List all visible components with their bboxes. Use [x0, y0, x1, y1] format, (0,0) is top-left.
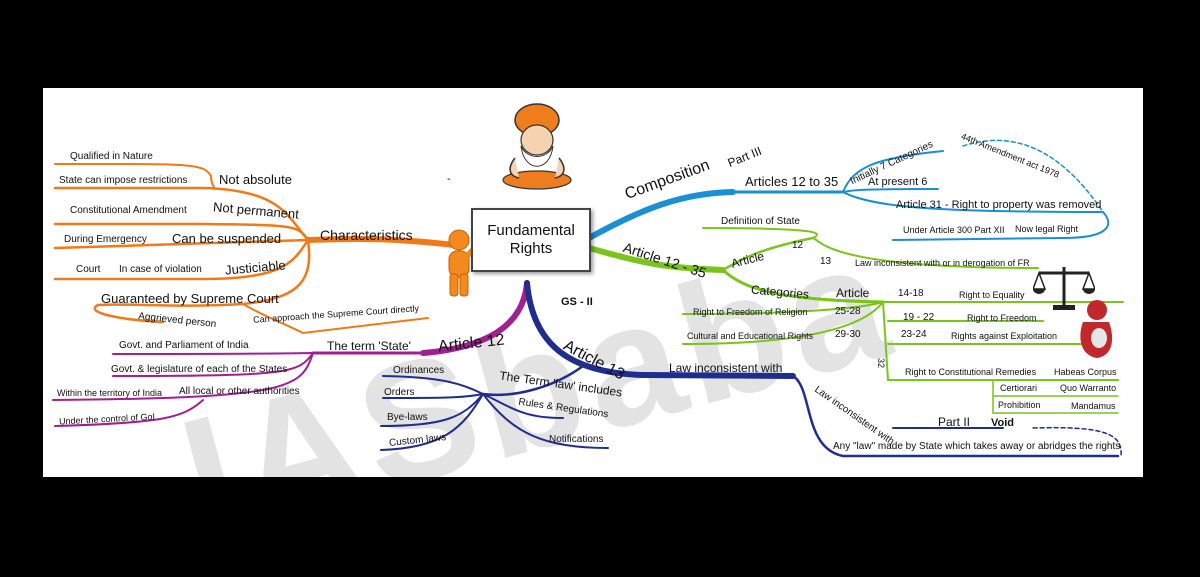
- branch-lines: [52, 139, 1124, 458]
- orders-label: Orders: [384, 387, 415, 398]
- range-freedom: 19 - 22: [903, 312, 935, 323]
- present6-label: At present 6: [868, 176, 928, 188]
- guaranteed-label: Guaranteed by Supreme Court: [101, 291, 279, 306]
- distressed-person-icon: [1080, 300, 1113, 358]
- writ-habeas: Habeas Corpus: [1054, 367, 1117, 377]
- not-absolute-label: Not absolute: [219, 172, 292, 187]
- writ-quo-warranto: Quo Warranto: [1060, 383, 1117, 393]
- writ-certiorari: Certiorari: [1000, 383, 1038, 393]
- writ-prohibition: Prohibition: [998, 400, 1041, 410]
- characteristics-title: Characteristics: [320, 227, 413, 243]
- all-local-label: All local or other authorities: [179, 386, 300, 397]
- qualified-label: Qualified in Nature: [70, 151, 153, 162]
- range-religion: 25-28: [835, 306, 861, 317]
- during-emergency-label: During Emergency: [64, 234, 147, 245]
- central-title-line2: Rights: [509, 240, 553, 257]
- govt-parliament-label: Govt. and Parliament of India: [119, 340, 249, 351]
- right-equality: Right to Equality: [959, 290, 1025, 300]
- court-label: Court: [76, 264, 101, 275]
- any-law-label: Any "law" made by State which takes away…: [833, 441, 1121, 452]
- byelaws-label: Bye-laws: [387, 412, 428, 423]
- range-cultural: 29-30: [835, 329, 861, 340]
- right-religion: Right to Freedom of Religion: [693, 307, 808, 317]
- article-header-label: Article: [836, 286, 870, 300]
- under300-label: Under Article 300 Part XII: [903, 225, 1005, 235]
- ordinances-label: Ordinances: [393, 365, 445, 376]
- articles-label: Articles 12 to 35: [745, 174, 839, 189]
- part2-label: Part II: [938, 415, 971, 429]
- sage-illustration-icon: [502, 103, 572, 190]
- in-case-violation-label: In case of violation: [119, 264, 202, 275]
- range-equality: 14-18: [898, 288, 924, 299]
- can-be-suspended-label: Can be suspended: [172, 231, 282, 246]
- govt-states-label: Govt. & legislature of each of the State…: [111, 364, 288, 375]
- law-derogation-label: Law inconsistent with or in derogation o…: [855, 258, 1030, 268]
- mind-map-canvas: IASbaba: [43, 88, 1143, 477]
- right-freedom: Right to Freedom: [967, 313, 1037, 323]
- num12-label: 12: [792, 240, 804, 251]
- central-title-line1: Fundamental: [487, 222, 575, 239]
- constitutional-amendment-label: Constitutional Amendment: [70, 205, 187, 216]
- law-inconsistent-label: Law inconsistent with: [669, 361, 783, 375]
- central-topic: Fundamental Rights: [471, 208, 591, 272]
- legal-right-label: Now legal Right: [1015, 224, 1079, 234]
- scales-of-justice-icon: [1033, 267, 1095, 310]
- num32-label: 32: [876, 358, 886, 369]
- restrictions-label: State can impose restrictions: [59, 175, 188, 186]
- writ-mandamus: Mandamus: [1071, 401, 1116, 411]
- definition-state-label: Definition of State: [721, 216, 800, 227]
- void-label: Void: [991, 417, 1015, 429]
- right-cultural: Cultural and Educational Rights: [687, 331, 814, 341]
- within-territory-label: Within the territory of India: [57, 388, 163, 398]
- gs-label: GS - II: [561, 296, 593, 308]
- article31-label: Article 31 - Right to property was remov…: [896, 199, 1102, 211]
- right-exploitation: Rights against Exploitation: [951, 331, 1058, 341]
- range-exploitation: 23-24: [901, 329, 927, 340]
- remedies-label: Right to Constitutional Remedies: [905, 367, 1037, 377]
- notifications-label: Notifications: [549, 434, 604, 445]
- center-dash: -: [447, 173, 451, 185]
- term-state-label: The term 'State': [327, 339, 411, 353]
- num13-label: 13: [820, 256, 832, 267]
